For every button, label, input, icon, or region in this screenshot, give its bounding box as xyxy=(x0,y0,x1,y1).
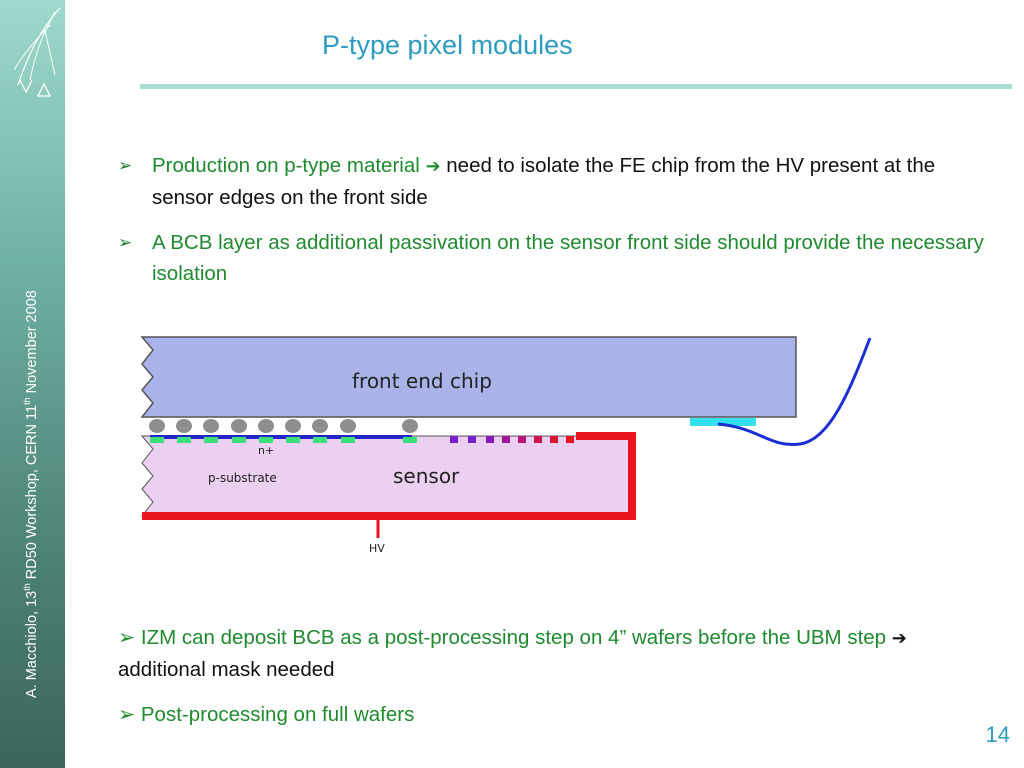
guard-ring xyxy=(502,436,510,443)
ubm-pad xyxy=(204,437,218,443)
guard-ring xyxy=(534,436,542,443)
bullet-list: ➢ Production on p-type material ➔ need t… xyxy=(118,150,998,303)
guard-ring xyxy=(550,436,558,443)
bullet-arrow-icon: ➢ xyxy=(118,626,141,649)
bullet-arrow-icon: ➢ xyxy=(118,156,133,175)
chip-label: front end chip xyxy=(352,369,492,393)
hv-edge xyxy=(142,432,636,520)
ubm-pad xyxy=(150,437,164,443)
bump-bond xyxy=(176,419,192,433)
bump-bond xyxy=(149,419,165,433)
ubm-pad xyxy=(341,437,355,443)
guard-ring xyxy=(450,436,458,443)
right-arrow-icon: ➔ xyxy=(891,628,907,648)
title-divider xyxy=(140,84,1012,89)
ubm-pad xyxy=(286,437,300,443)
bump-bonds xyxy=(149,419,418,443)
bump-bond xyxy=(258,419,274,433)
bullet-item: ➢ A BCB layer as additional passivation … xyxy=(118,227,998,289)
right-arrow-icon: ➔ xyxy=(425,156,441,176)
bump-bond xyxy=(231,419,247,433)
page-number: 14 xyxy=(985,722,1010,747)
guard-ring xyxy=(486,436,494,443)
bullet-arrow-icon: ➢ xyxy=(118,703,141,726)
bullet-text-green: IZM can deposit BCB as a post-processing… xyxy=(140,626,892,649)
ubm-pad xyxy=(232,437,246,443)
ubm-pad xyxy=(259,437,273,443)
bottom-bullet-item: ➢ IZM can deposit BCB as a post-processi… xyxy=(118,622,998,685)
bump-bond xyxy=(285,419,301,433)
bump-bond xyxy=(340,419,356,433)
bottom-bullet-item: ➢ Post-processing on full wafers xyxy=(118,699,998,730)
guard-ring xyxy=(468,436,476,443)
bump-bond xyxy=(203,419,219,433)
guard-ring xyxy=(518,436,526,443)
ubm-pad xyxy=(313,437,327,443)
bump-bond xyxy=(312,419,328,433)
rd50-logo-icon xyxy=(13,7,61,97)
bullet-text-black: need to isolate the FE chip from the HV … xyxy=(152,154,936,209)
wire-bond-pad xyxy=(690,418,756,426)
hv-label: HV xyxy=(369,542,385,555)
sidebar: A. Macchiolo, 13th RD50 Workshop, CERN 1… xyxy=(0,0,65,768)
ubm-pad xyxy=(403,437,417,443)
bullet-arrow-icon: ➢ xyxy=(118,233,133,252)
bottom-bullet-list: ➢ IZM can deposit BCB as a post-processi… xyxy=(118,622,998,744)
bullet-text-green: A BCB layer as additional passivation on… xyxy=(152,231,984,285)
bump-bond xyxy=(402,419,418,433)
bullet-text-green: Production on p-type material xyxy=(152,154,426,177)
nplus-label: n+ xyxy=(258,444,274,457)
bullet-text-black: additional mask needed xyxy=(118,658,335,681)
guard-rings xyxy=(450,436,574,443)
bullet-text-green: Post-processing on full wafers xyxy=(140,703,415,726)
slide-title: P-type pixel modules xyxy=(322,30,573,60)
ubm-pad xyxy=(177,437,191,443)
guard-ring xyxy=(566,436,574,443)
bullet-item: ➢ Production on p-type material ➔ need t… xyxy=(118,150,998,213)
wire-bond xyxy=(717,337,872,447)
front-end-chip xyxy=(140,336,797,418)
sensor-label: sensor xyxy=(393,464,460,488)
substrate-label: p-substrate xyxy=(208,471,277,485)
